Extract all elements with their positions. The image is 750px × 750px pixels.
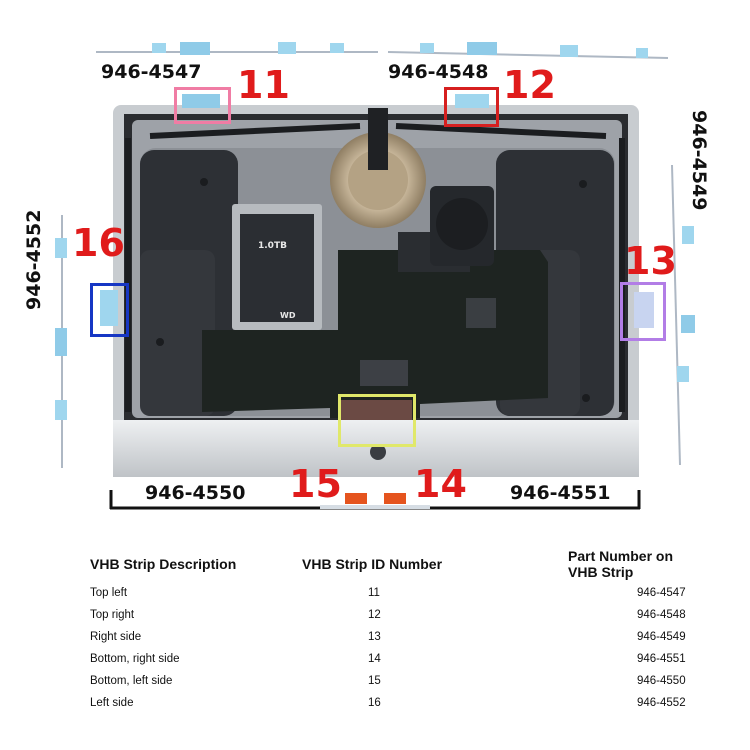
cell-part-number: 946-4548	[637, 609, 686, 621]
cell-id: 14	[368, 653, 381, 665]
cell-description: Bottom, right side	[90, 653, 180, 665]
part-label-top-left: 946-4547	[101, 61, 202, 83]
part-label-left-side: 946-4552	[23, 209, 45, 310]
part-label-right-side: 946-4549	[688, 110, 710, 211]
adhesive-strip-top-right	[387, 42, 669, 59]
strip-tag-11	[182, 94, 220, 108]
strip-id-top-right: 12	[503, 63, 556, 107]
cell-id: 12	[368, 609, 381, 621]
adhesive-strip-top-left	[96, 42, 378, 55]
cell-part-number: 946-4550	[637, 675, 686, 687]
part-label-top-right: 946-4548	[388, 61, 489, 83]
bottom-strips	[109, 490, 641, 510]
strip-tag-16	[100, 290, 118, 326]
part-label-bottom-left: 946-4550	[145, 482, 246, 504]
table-row: Right side 13 946-4549	[78, 626, 706, 648]
column-header-id: VHB Strip ID Number	[302, 556, 443, 572]
highlight-box-bottom	[338, 394, 416, 447]
highlight-box-right-side	[620, 282, 666, 341]
strip-id-top-left: 11	[237, 63, 290, 107]
hdd-brand-label: WD	[280, 311, 296, 320]
cell-part-number: 946-4547	[637, 587, 686, 599]
hdd-capacity-label: 1.0TB	[258, 241, 287, 251]
cell-id: 11	[368, 587, 380, 599]
strip-id-bottom-left: 15	[289, 462, 342, 506]
highlight-box-top-left	[174, 87, 231, 124]
cell-id: 13	[368, 631, 381, 643]
strip-id-right-side: 13	[624, 239, 677, 283]
table-row: Top left 11 946-4547	[78, 582, 706, 604]
column-header-part-number: Part Number on VHB Strip	[568, 548, 674, 580]
part-label-bottom-right: 946-4551	[510, 482, 611, 504]
strip-id-left-side: 16	[72, 221, 125, 265]
hard-drive: 1.0TB WD	[232, 204, 322, 330]
cell-part-number: 946-4552	[637, 697, 686, 709]
strip-tag-12	[455, 94, 489, 108]
table-row: Bottom, right side 14 946-4551	[78, 648, 706, 670]
cooling-fan	[330, 108, 426, 228]
diagram-stage: 1.0TB WD 946-4547 946-4	[23, 42, 710, 510]
strip-id-bottom-right: 14	[414, 462, 467, 506]
logic-board	[202, 186, 548, 420]
apple-logo-icon	[370, 444, 386, 460]
table-row: Left side 16 946-4552	[78, 692, 706, 714]
cell-description: Right side	[90, 631, 142, 643]
adhesive-strip-right-side	[671, 164, 695, 466]
highlight-box-left-side	[90, 283, 129, 337]
cell-description: Bottom, left side	[90, 675, 173, 687]
cell-description: Top left	[90, 587, 128, 599]
vhb-strip-table: VHB Strip Description VHB Strip ID Numbe…	[78, 546, 706, 714]
cell-id: 16	[368, 697, 381, 709]
highlight-box-top-right	[444, 87, 499, 127]
table-row: Bottom, left side 15 946-4550	[78, 670, 706, 692]
cell-description: Left side	[90, 697, 134, 709]
cell-part-number: 946-4549	[637, 631, 686, 643]
strip-tag-13	[634, 292, 654, 328]
imac-internals-diagram: 1.0TB WD	[55, 42, 695, 510]
cell-id: 15	[368, 675, 381, 687]
table-row: Top right 12 946-4548	[78, 604, 706, 626]
foam-perimeter	[125, 123, 625, 412]
cell-part-number: 946-4551	[637, 653, 686, 665]
cell-description: Top right	[90, 609, 135, 621]
column-header-description: VHB Strip Description	[90, 556, 237, 572]
adhesive-strip-left-side	[55, 215, 67, 468]
table-header-row: VHB Strip Description VHB Strip ID Numbe…	[78, 546, 706, 582]
